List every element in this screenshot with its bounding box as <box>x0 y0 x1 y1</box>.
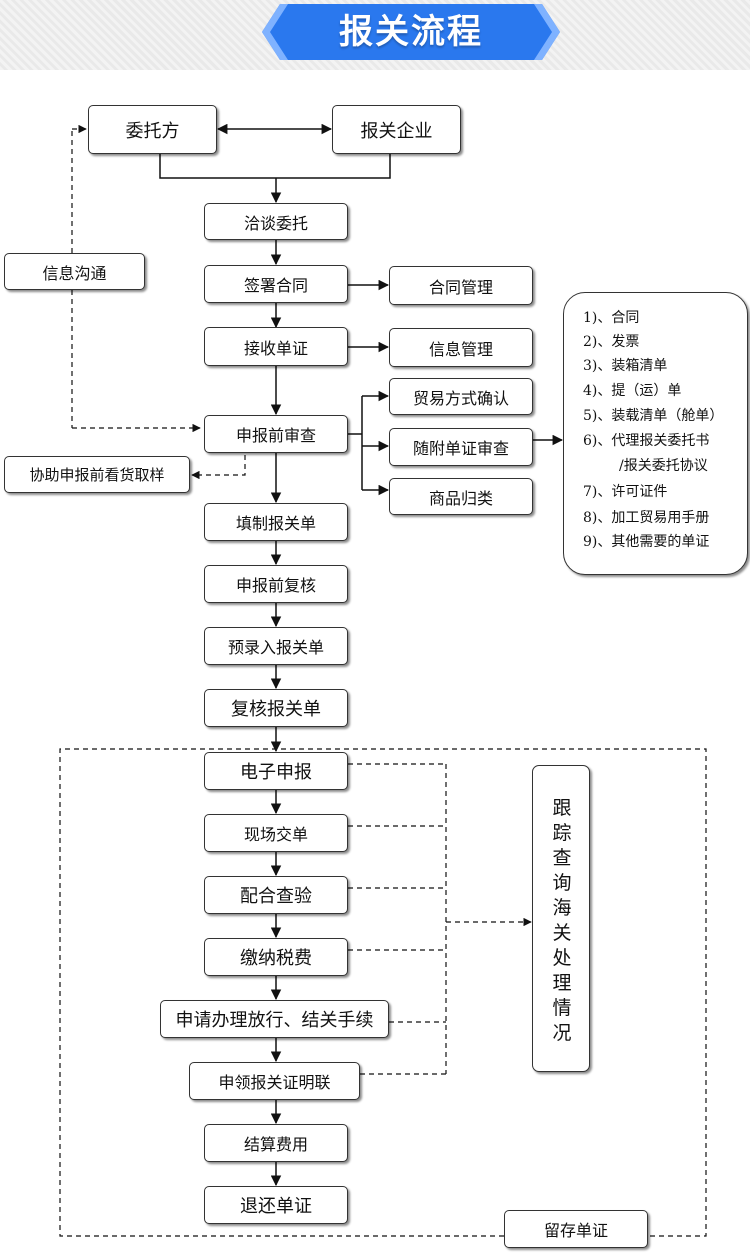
document-item: 3)、装箱清单 <box>583 358 668 374</box>
pre-entry-box: 预录入报关单 <box>204 627 348 665</box>
tracking-char: 情 <box>552 997 572 1019</box>
attached-review-box: 随附单证审查 <box>389 428 533 466</box>
document-item: 8)、加工贸易用手册 <box>583 510 710 526</box>
info-mgmt-box: 信息管理 <box>389 328 533 367</box>
return-docs-box: 退还单证 <box>204 1186 348 1224</box>
submit-docs-box: 现场交单 <box>204 814 348 852</box>
inspection-box: 配合查验 <box>204 876 348 914</box>
sampling-box: 协助申报前看货取样 <box>4 456 190 493</box>
receive-docs-box: 接收单证 <box>204 327 348 366</box>
client-box: 委托方 <box>88 105 217 154</box>
document-item: 6)、代理报关委托书 <box>583 433 710 449</box>
document-item: 4)、提（运）单 <box>583 383 682 399</box>
page-title: 报关流程 <box>339 12 483 52</box>
tracking-char: 况 <box>552 1022 572 1044</box>
document-item: 5)、装载清单（舱单） <box>583 408 724 424</box>
banner-ribbon <box>262 4 560 60</box>
trade-confirm-box: 贸易方式确认 <box>389 378 533 415</box>
broker-box: 报关企业 <box>332 105 461 154</box>
tracking-char: 处 <box>552 947 572 969</box>
document-item: 9)、其他需要的单证 <box>583 534 710 550</box>
e-declare-box: 电子申报 <box>204 752 348 790</box>
tracking-char: 关 <box>552 922 572 944</box>
pre-review-box: 申报前审查 <box>204 415 348 453</box>
release-box: 申请办理放行、结关手续 <box>160 1000 389 1038</box>
document-item: /报关委托协议 <box>619 458 708 474</box>
document-item: 1)、合同 <box>583 310 640 326</box>
contract-mgmt-box: 合同管理 <box>389 266 533 305</box>
required-documents-list: 1)、合同 2)、发票 3)、装箱清单 4)、提（运）单 5)、装载清单（舱单）… <box>563 292 748 575</box>
negotiate-box: 洽谈委托 <box>204 203 348 240</box>
tracking-char: 跟 <box>552 797 572 819</box>
settle-fees-box: 结算费用 <box>204 1124 348 1162</box>
certificate-box: 申领报关证明联 <box>189 1062 360 1100</box>
tracking-char: 海 <box>552 897 572 919</box>
document-item: 2)、发票 <box>583 334 640 350</box>
keep-docs-box: 留存单证 <box>504 1210 648 1248</box>
pay-tax-box: 缴纳税费 <box>204 938 348 976</box>
tracking-char: 查 <box>552 847 572 869</box>
tracking-char: 理 <box>552 972 572 994</box>
document-item: 7)、许可证件 <box>583 484 668 500</box>
fill-form-box: 填制报关单 <box>204 503 348 541</box>
tracking-box: 跟 踪 查 询 海 关 处 理 情 况 <box>532 765 590 1072</box>
classification-box: 商品归类 <box>389 478 533 515</box>
tracking-char: 踪 <box>552 822 572 844</box>
recheck-form-box: 复核报关单 <box>204 689 348 727</box>
tracking-char: 询 <box>552 872 572 894</box>
info-comm-box: 信息沟通 <box>4 253 145 290</box>
pre-recheck-box: 申报前复核 <box>204 565 348 603</box>
sign-contract-box: 签署合同 <box>204 265 348 303</box>
